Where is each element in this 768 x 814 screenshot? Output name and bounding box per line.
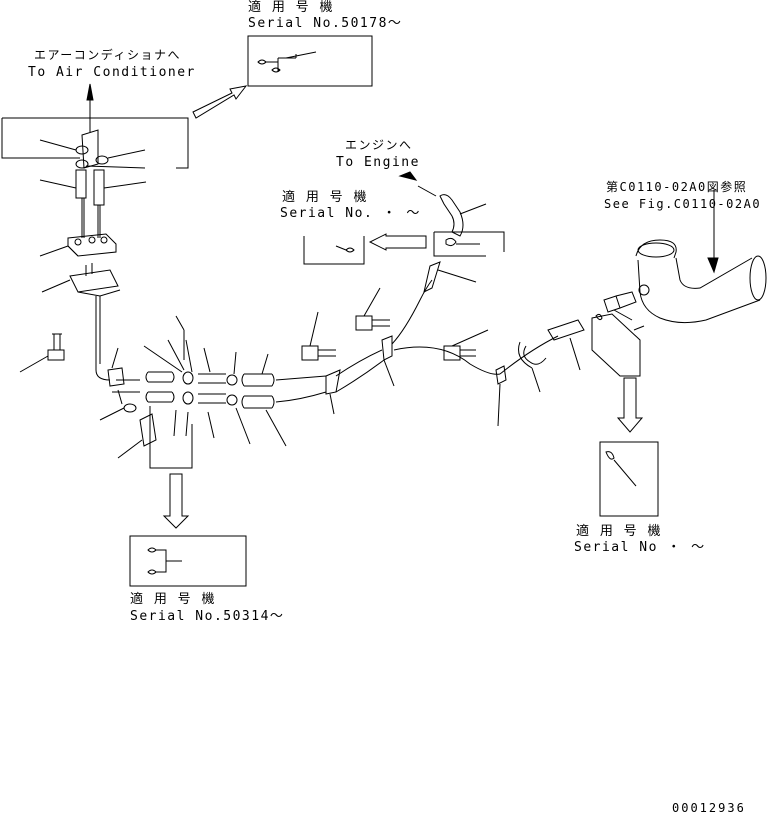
engine-jp: エンジンへ — [345, 138, 413, 152]
air-conditioner-label: To Air Conditioner — [28, 65, 196, 80]
inset-bottom-serial-50314 — [129, 473, 247, 587]
arrow-to-air-conditioner — [86, 83, 94, 132]
main-heater-hoses — [99, 315, 327, 469]
serial-bottom-jp: 適 用 号 機 — [130, 592, 216, 607]
see-fig-label: See Fig.C0110-02A0 — [604, 197, 762, 211]
serial-mid-label: Serial No. ・ ～ — [280, 206, 421, 221]
middle-hose-section — [301, 171, 585, 427]
serial-right-jp: 適 用 号 機 — [576, 524, 662, 539]
serial-top-label: Serial No.50178～ — [248, 16, 403, 31]
engine-label: To Engine — [336, 155, 420, 170]
drawing-number: 00012936 — [672, 801, 746, 814]
serial-mid-jp: 適 用 号 機 — [282, 190, 368, 205]
right-pipe-section — [591, 190, 767, 517]
arrow-to-top-inset — [192, 85, 248, 119]
serial-bottom-label: Serial No.50314～ — [130, 609, 285, 624]
serial-top-jp: 適 用 号 機 — [248, 0, 334, 15]
left-clamp-box — [1, 117, 189, 238]
inset-top-serial-50178 — [247, 35, 373, 87]
serial-right-label: Serial No ・ ～ — [574, 540, 706, 555]
see-fig-jp: 第C0110-02A0図参照 — [606, 180, 748, 194]
pipe-block-bracket — [19, 233, 121, 381]
air-conditioner-jp: エアーコンディショナへ — [34, 48, 181, 62]
